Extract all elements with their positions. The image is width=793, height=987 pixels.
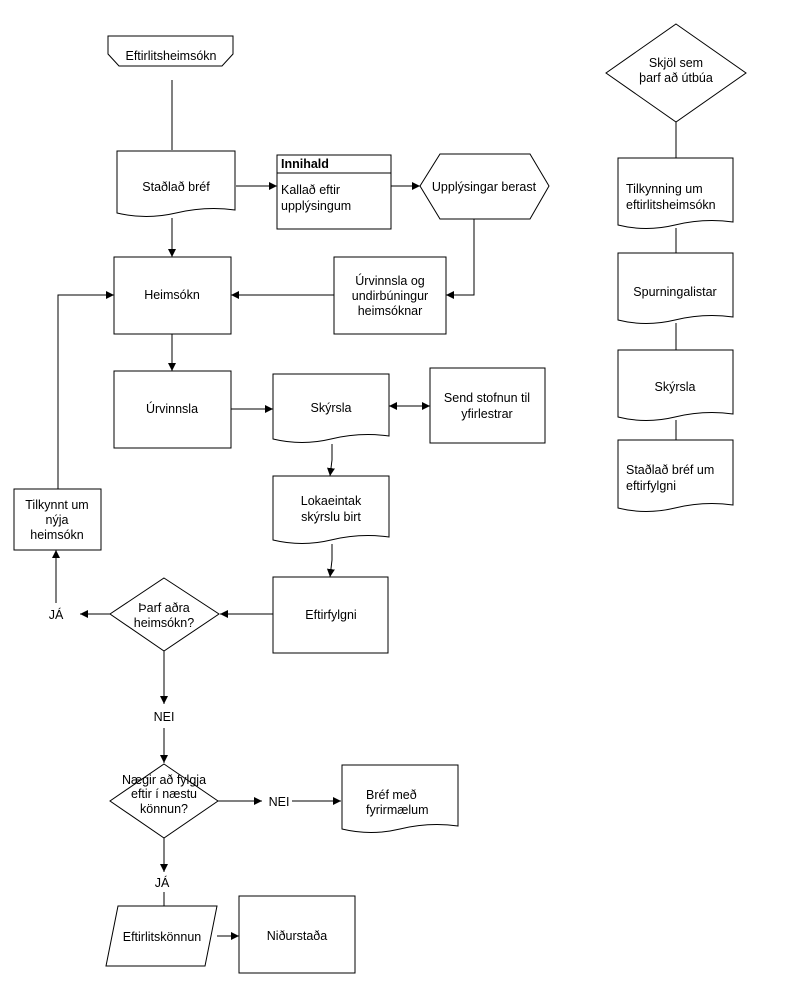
tharf-adra-line-1: Þarf aðra: [138, 601, 189, 615]
bref-med-line-1: Bréf með: [366, 788, 417, 802]
skjol-line-2: þarf að útbúa: [639, 71, 713, 85]
eftirlitsheimsokn-label: Eftirlitsheimsókn: [126, 49, 217, 63]
stadlad-eftirf-line-2: eftirfylgni: [626, 479, 676, 493]
heimsokn-label: Heimsókn: [144, 288, 200, 302]
connectors: [52, 80, 677, 940]
bref-med-line-2: fyrirmælum: [366, 803, 429, 817]
tilkynning-line-1: Tilkynning um: [626, 182, 703, 196]
node-heimsokn: Heimsókn: [113, 256, 232, 335]
side-doc-skyrsla: Skýrsla: [617, 349, 734, 421]
side-decision-skjol: Skjöl sem þarf að útbúa: [605, 23, 747, 123]
decision-naegir: Nægir að fylgja eftir í næstu könnun?: [109, 763, 219, 839]
innihald-line-2: upplýsingum: [281, 199, 351, 213]
label-ja-1: JÁ: [49, 607, 64, 622]
tilkynnt-line-2: nýja: [46, 513, 69, 527]
side-skyrsla-label: Skýrsla: [655, 380, 696, 394]
label-ja-2: JÁ: [155, 875, 170, 890]
urvinnsla-undirb-line-1: Úrvinnsla og: [355, 273, 425, 288]
skjol-line-1: Skjöl sem: [649, 56, 703, 70]
node-urvinnsla: Úrvinnsla: [113, 370, 232, 449]
label-nei-2: NEI: [269, 795, 290, 809]
decision-tharf-adra: Þarf aðra heimsókn?: [109, 577, 220, 652]
node-nidurstada: Niðurstaða: [238, 895, 356, 974]
naegir-line-2: eftir í næstu: [131, 787, 197, 801]
node-eftirfylgni: Eftirfylgni: [272, 576, 389, 654]
node-urvinnsla-undirbuningur: Úrvinnsla og undirbúningur heimsóknar: [333, 256, 447, 335]
node-lokaeintak: Lokaeintak skýrslu birt: [272, 475, 390, 544]
node-send-stofnun: Send stofnun til yfirlestrar: [429, 367, 546, 444]
node-stadlad-bref: Staðlað bréf: [116, 150, 236, 217]
node-eftirlitskonnun: Eftirlitskönnun: [105, 905, 218, 967]
tilkynnt-line-3: heimsókn: [30, 528, 84, 542]
node-innihald: Innihald Kallað eftir upplýsingum: [276, 154, 392, 230]
lokaeintak-line-2: skýrslu birt: [301, 510, 361, 524]
stadlad-bref-label: Staðlað bréf: [142, 180, 210, 194]
stadlad-eftirf-line-1: Staðlað bréf um: [626, 463, 714, 477]
eftirfylgni-label: Eftirfylgni: [305, 608, 356, 622]
arrow-upplysingar-to-undirb: [446, 219, 475, 299]
innihald-title: Innihald: [281, 157, 329, 171]
send-stofnun-line-2: yfirlestrar: [461, 407, 512, 421]
urvinnsla-undirb-line-3: heimsóknar: [358, 304, 423, 318]
node-tilkynnt: Tilkynnt um nýja heimsókn: [13, 488, 102, 551]
tilkynning-line-2: eftirlitsheimsókn: [626, 198, 716, 212]
label-nei-1: NEI: [154, 710, 175, 724]
upplysingar-berast-label: Upplýsingar berast: [432, 180, 537, 194]
naegir-line-1: Nægir að fylgja: [122, 773, 206, 787]
arrow-skyrsla-to-lokaeintak: [327, 444, 335, 477]
arrow-tilkynnt-to-heimsokn: [57, 291, 114, 489]
urvinnsla-undirb-line-2: undirbúningur: [352, 289, 428, 303]
urvinnsla-label: Úrvinnsla: [146, 401, 198, 416]
node-skyrsla: Skýrsla: [272, 373, 390, 443]
send-stofnun-line-1: Send stofnun til: [444, 391, 530, 405]
nidurstada-label: Niðurstaða: [267, 929, 327, 943]
side-doc-spurningalistar: Spurningalistar: [617, 252, 734, 324]
eftirlitskonnun-label: Eftirlitskönnun: [123, 930, 202, 944]
skyrsla-label: Skýrsla: [311, 401, 352, 415]
node-bref-med-fyrirmaelum: Bréf með fyrirmælum: [341, 764, 459, 833]
spurningalistar-label: Spurningalistar: [633, 285, 716, 299]
tharf-adra-line-2: heimsókn?: [134, 616, 194, 630]
node-upplysingar-berast: Upplýsingar berast: [419, 153, 550, 220]
node-eftirlitsheimsokn: Eftirlitsheimsókn: [107, 35, 234, 67]
side-doc-tilkynning: Tilkynning um eftirlitsheimsókn: [617, 157, 734, 229]
side-doc-stadlad-eftirfylgni: Staðlað bréf um eftirfylgni: [617, 439, 734, 512]
tilkynnt-line-1: Tilkynnt um: [25, 498, 88, 512]
naegir-line-3: könnun?: [140, 802, 188, 816]
lokaeintak-line-1: Lokaeintak: [301, 494, 362, 508]
arrow-lokaeintak-to-eftirfylgni: [326, 544, 335, 578]
innihald-line-1: Kallað eftir: [281, 183, 340, 197]
